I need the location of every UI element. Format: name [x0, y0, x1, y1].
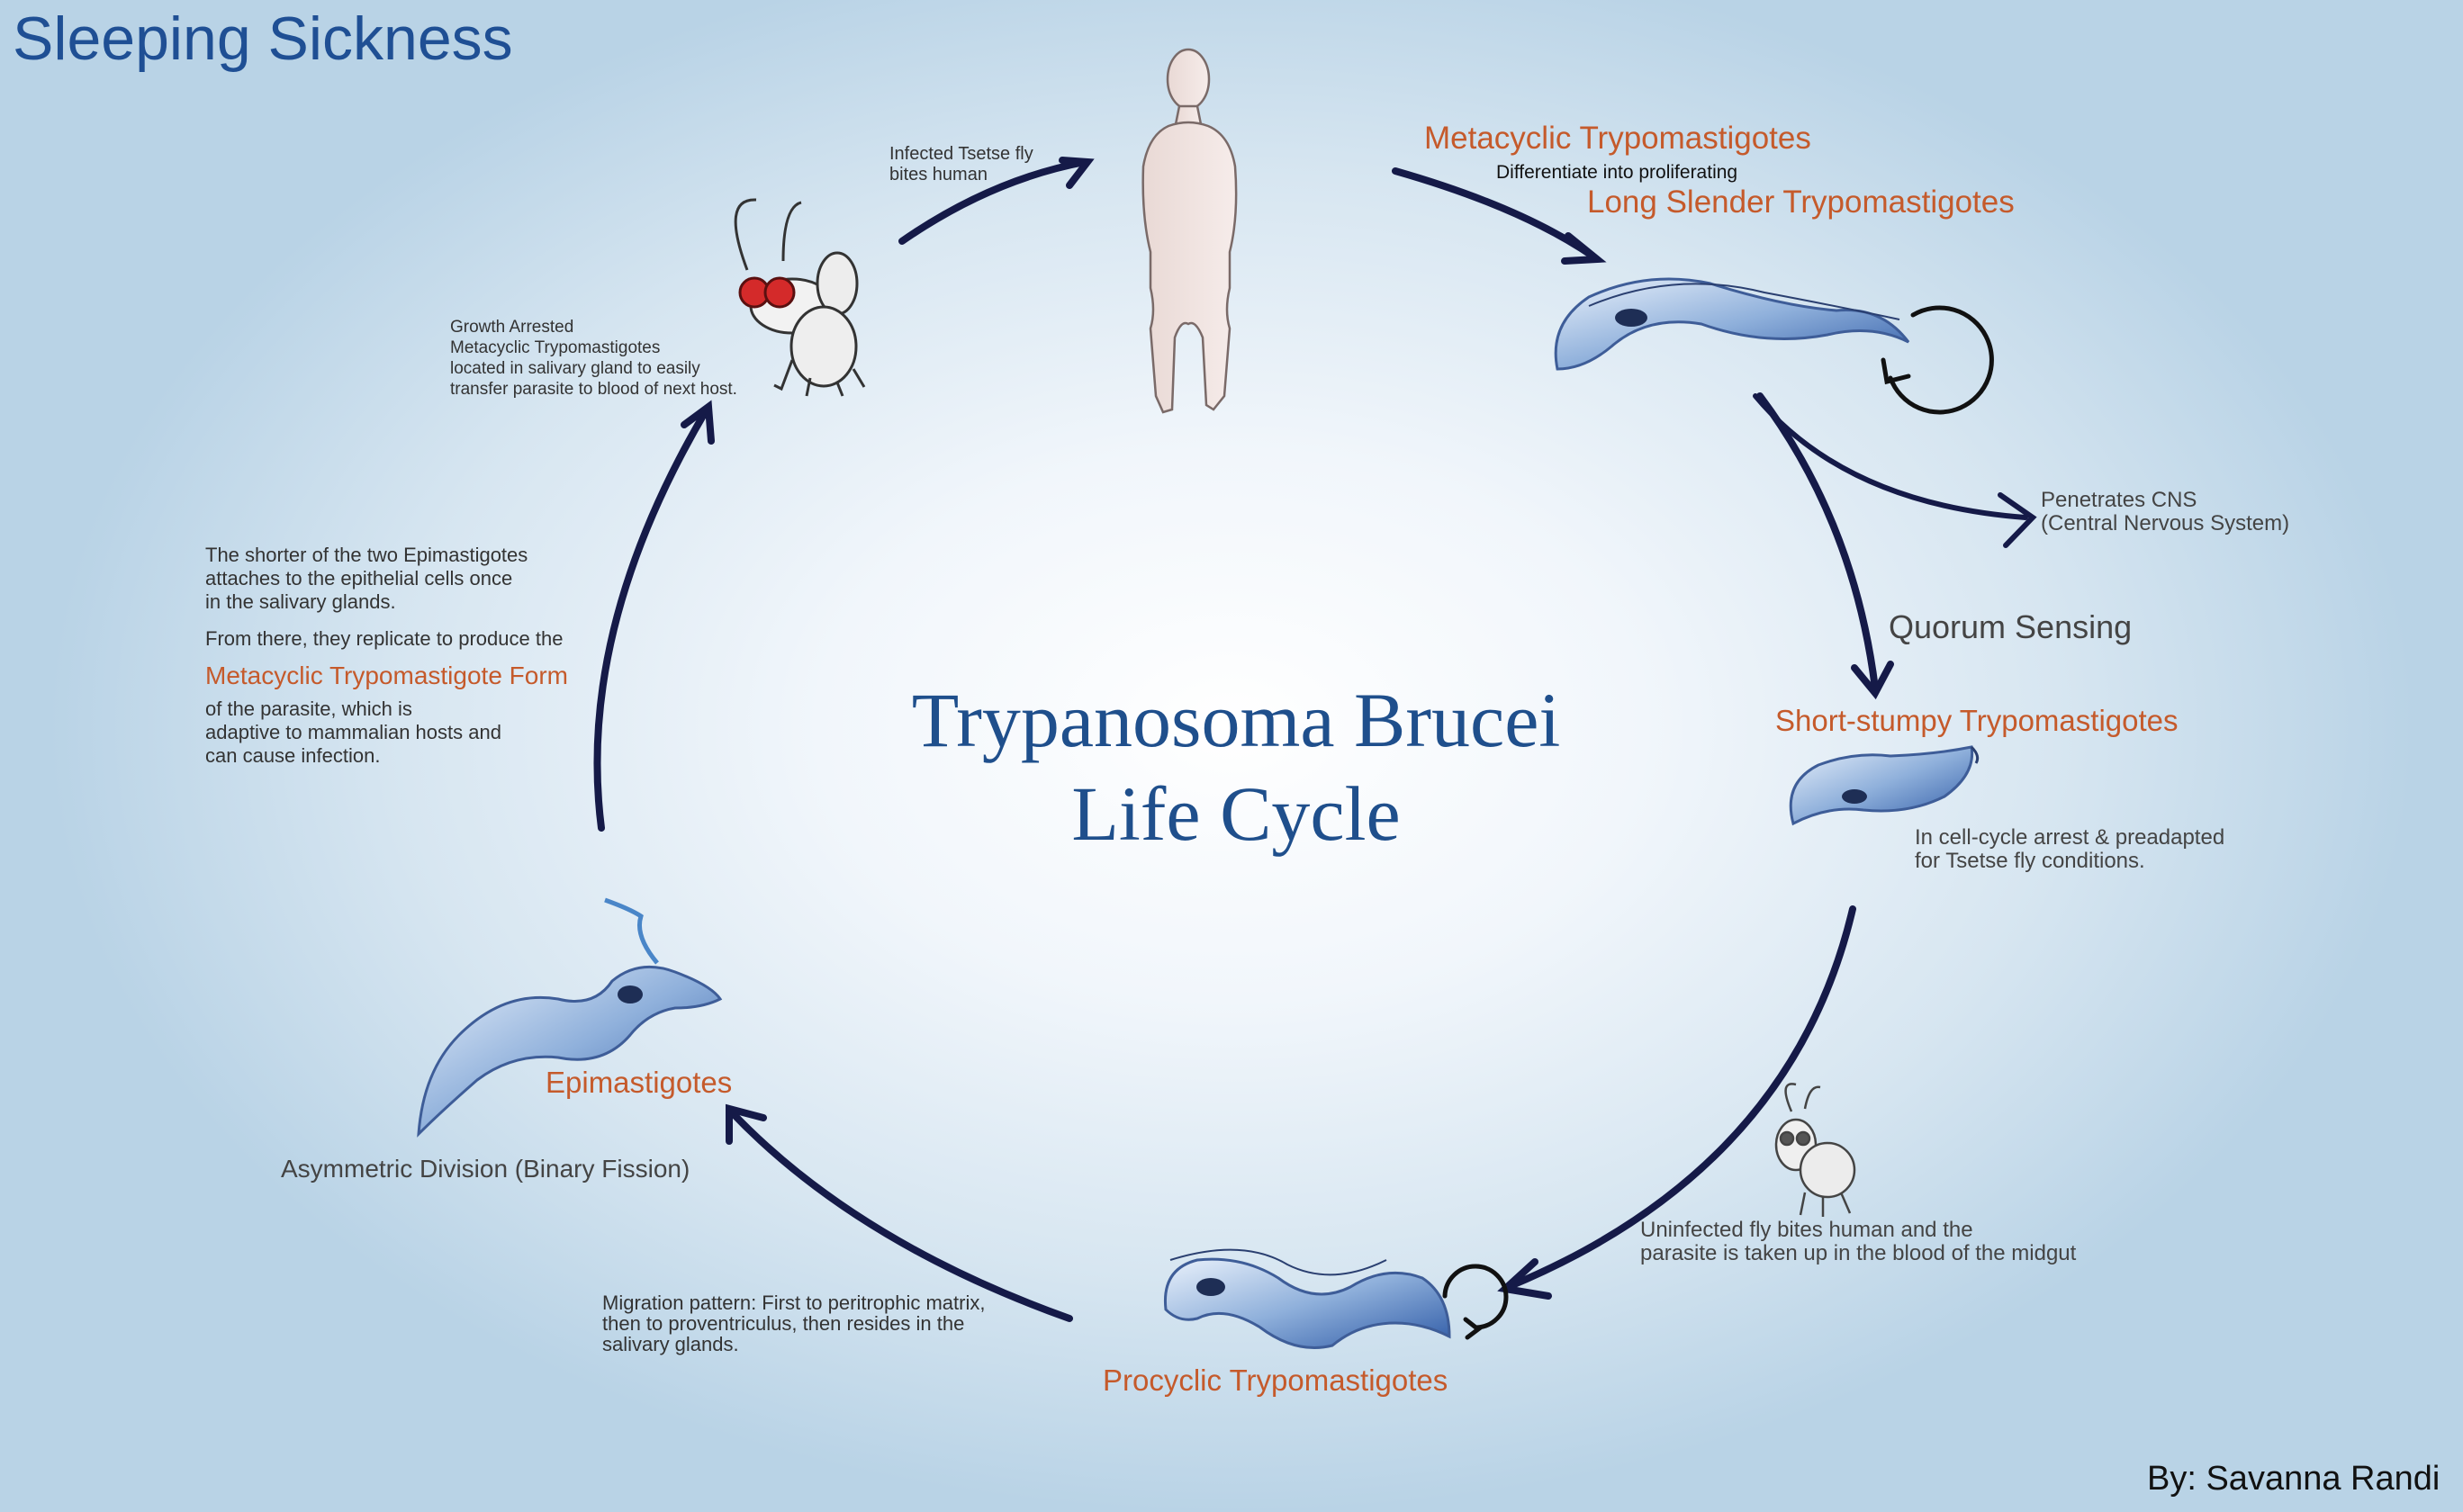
epi-para1: The shorter of the two Epimastigotes att…	[205, 544, 528, 613]
stage-quorum-sensing: Quorum Sensing	[1889, 608, 2133, 645]
note-growth-arrested: Growth Arrested Metacyclic Trypomastigot…	[450, 318, 737, 399]
diagram-title-line1: Trypanosoma Brucei	[911, 677, 1561, 763]
arrow-slender-to-stumpy	[1756, 392, 1879, 692]
stage-long-slender: Long Slender Trypomastigotes	[1587, 184, 2015, 220]
arrow-stumpy-to-procyclic	[1504, 905, 1856, 1291]
long-slender-parasite-icon	[1554, 277, 1910, 371]
stage-short-stumpy: Short-stumpy Trypomastigotes	[1775, 704, 2179, 737]
short-stumpy-parasite-icon	[1789, 745, 1980, 826]
stage-metacyclic: Metacyclic Trypomastigotes	[1424, 121, 1811, 156]
arrow-to-cns	[1753, 393, 2028, 520]
tsetse-fly-icon	[734, 198, 866, 397]
arrowhead-fly-to-human	[1059, 157, 1095, 189]
arrowhead-human-to-slender	[1561, 232, 1607, 265]
note-migration: Migration pattern: First to peritrophic …	[602, 1292, 986, 1355]
note-uninfected-fly: Uninfected fly bites human and the paras…	[1640, 1218, 2077, 1265]
arrow-procyclic-to-epi	[727, 1108, 1073, 1322]
rotate-arrow-icon	[1888, 305, 1994, 415]
note-infected-fly: Infected Tsetse fly bites human	[889, 144, 1033, 184]
rotate-arrow-small-icon	[1442, 1264, 1509, 1330]
diagram-title: Trypanosoma Brucei Life Cycle	[781, 673, 1691, 860]
note-penetrates-cns: Penetrates CNS (Central Nervous System)	[2041, 488, 2290, 536]
author-credit: By: Savanna Randi	[2147, 1460, 2440, 1498]
human-figure-icon	[1141, 48, 1238, 414]
epi-para2: From there, they replicate to produce th…	[205, 627, 564, 650]
page-title: Sleeping Sickness	[13, 4, 513, 73]
arrow-human-to-slender	[1392, 167, 1597, 260]
arrowhead-to-cns	[1998, 492, 2037, 548]
rotate-arrowhead-small-icon	[1463, 1317, 1483, 1340]
stage-epimastigotes: Epimastigotes	[546, 1066, 733, 1099]
arrowhead-procyclic-to-epi	[726, 1103, 767, 1145]
epimastigote-description: The shorter of the two Epimastigotes att…	[205, 544, 619, 768]
epi-metacyclic-form: Metacyclic Trypomastigote Form	[205, 662, 568, 689]
epi-para3: of the parasite, which is adaptive to ma…	[205, 698, 501, 767]
stage-procyclic: Procyclic Trypomastigotes	[1103, 1364, 1448, 1397]
label-asymmetric-division: Asymmetric Division (Binary Fission)	[281, 1155, 690, 1183]
epimastigote-parasite-icon	[417, 897, 723, 1138]
arrow-epi-to-fly	[593, 406, 710, 832]
note-differentiate: Differentiate into proliferating	[1496, 162, 1738, 183]
rotate-arrowhead-icon	[1881, 357, 1911, 385]
cycle-arrows	[593, 157, 2037, 1322]
arrowhead-slender-to-stumpy	[1851, 661, 1894, 700]
arrow-fly-to-human	[898, 158, 1088, 245]
diagram-title-line2: Life Cycle	[1071, 770, 1401, 857]
procyclic-parasite-icon	[1163, 1248, 1451, 1349]
arrowhead-epi-to-fly	[681, 400, 715, 445]
uninfected-fly-icon	[1774, 1083, 1856, 1217]
note-cell-cycle: In cell-cycle arrest & preadapted for Ts…	[1915, 825, 2225, 873]
